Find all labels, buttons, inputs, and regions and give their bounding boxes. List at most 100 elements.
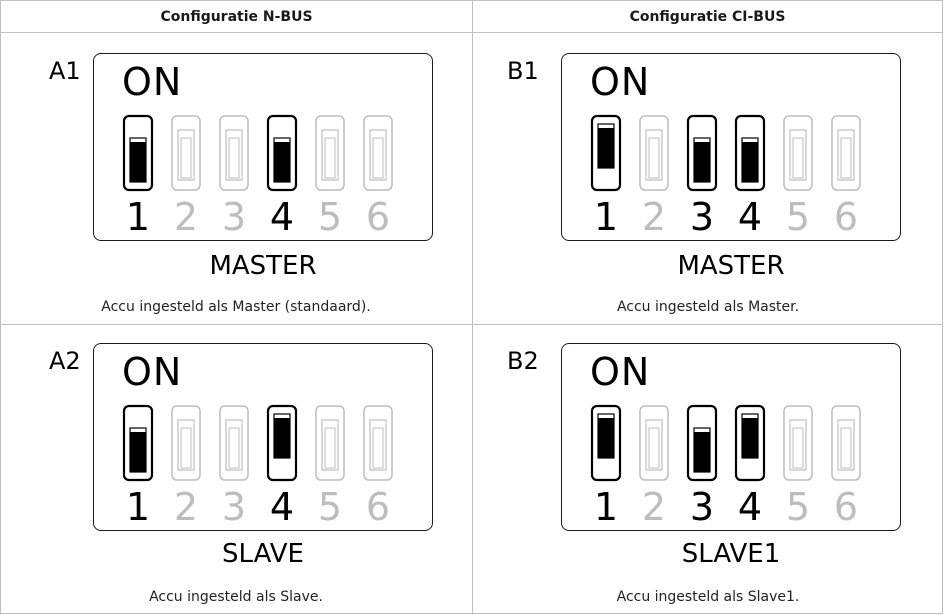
switch-housing	[122, 114, 154, 192]
mode-label: SLAVE	[222, 539, 304, 569]
switch-number: 4	[738, 485, 762, 529]
panel-id-label: A2	[49, 347, 81, 375]
switch-number: 2	[174, 195, 198, 239]
dip-switch-2: 2	[171, 405, 201, 529]
dip-switch-3: 3	[219, 115, 249, 239]
switch-knob-outline	[372, 427, 384, 469]
switch-housing	[734, 404, 766, 482]
dip-switch-6: 6	[363, 115, 393, 239]
switch-housing	[590, 114, 622, 192]
panel-description: Accu ingesteld als Master.	[616, 299, 800, 315]
switch-slot	[225, 129, 243, 181]
switch-housing	[315, 115, 345, 191]
switch-slot	[321, 129, 339, 181]
switch-number: 6	[834, 485, 858, 529]
switch-number: 2	[642, 485, 666, 529]
switch-knob-outline	[648, 427, 660, 469]
dip-switch-4: 4	[734, 404, 766, 529]
switch-knob-outline	[792, 427, 804, 469]
switch-knob-outline	[372, 137, 384, 179]
switch-knob-outline	[840, 137, 852, 179]
switch-housing	[639, 115, 669, 191]
switch-knob	[130, 432, 146, 472]
switch-number: 6	[366, 195, 390, 239]
switch-housing	[783, 405, 813, 481]
switch-number: 2	[642, 195, 666, 239]
column-divider	[472, 1, 473, 614]
switch-housing	[734, 114, 766, 192]
switch-slot	[177, 129, 195, 181]
switch-slot	[789, 419, 807, 471]
dip-switch-1: 1	[122, 404, 154, 529]
row-divider	[1, 324, 942, 325]
switch-number: 5	[318, 485, 342, 529]
switch-housing	[266, 114, 298, 192]
switch-number: 1	[594, 195, 618, 239]
switch-number: 3	[222, 485, 246, 529]
dip-switch-1: 1	[590, 404, 622, 529]
dip-switch-5: 5	[783, 405, 813, 529]
switch-number: 3	[690, 195, 714, 239]
switch-knob	[274, 418, 290, 458]
switch-slot	[369, 129, 387, 181]
panel-id-label: B1	[507, 57, 539, 85]
panel-id-label: B2	[507, 347, 539, 375]
switch-knob-outline	[228, 137, 240, 179]
dip-switch-4: 4	[734, 114, 766, 239]
switch-housing	[783, 115, 813, 191]
switch-slot	[645, 129, 663, 181]
panel-description: Accu ingesteld als Master (standaard).	[101, 299, 371, 315]
switch-housing	[831, 405, 861, 481]
dip-switch-5: 5	[783, 115, 813, 239]
dip-switch-4: 4	[266, 114, 298, 239]
switch-number: 4	[270, 195, 294, 239]
dip-switch-6: 6	[363, 405, 393, 529]
switch-number: 2	[174, 485, 198, 529]
on-label: ON	[122, 350, 183, 394]
panel-description: Accu ingesteld als Slave1.	[616, 589, 800, 605]
switch-knob-outline	[324, 137, 336, 179]
switch-number: 3	[690, 485, 714, 529]
dip-switch-3: 3	[219, 405, 249, 529]
switch-slot	[789, 129, 807, 181]
switch-slot	[321, 419, 339, 471]
switch-number: 5	[786, 485, 810, 529]
dip-switch-6: 6	[831, 115, 861, 239]
panel-description: Accu ingesteld als Slave.	[149, 589, 323, 605]
header-nbus: Configuratie N-BUS	[160, 8, 313, 25]
switch-number: 6	[834, 195, 858, 239]
switch-slot	[837, 129, 855, 181]
panel-id-label: A1	[49, 57, 81, 85]
dip-switch-5: 5	[315, 115, 345, 239]
switch-knob-outline	[648, 137, 660, 179]
switch-number: 1	[126, 485, 150, 529]
mode-label: SLAVE1	[681, 539, 781, 569]
switch-number: 5	[318, 195, 342, 239]
switch-housing	[122, 404, 154, 482]
switch-housing	[266, 404, 298, 482]
switch-slot	[645, 419, 663, 471]
switch-knob-outline	[180, 137, 192, 179]
switch-knob	[274, 142, 290, 182]
switch-knob	[694, 142, 710, 182]
switch-housing	[315, 405, 345, 481]
switch-number: 4	[738, 195, 762, 239]
switch-housing	[831, 115, 861, 191]
header-cibus: Configuratie CI-BUS	[629, 8, 786, 25]
switch-number: 1	[594, 485, 618, 529]
switch-housing	[171, 115, 201, 191]
switch-slot	[837, 419, 855, 471]
switch-number: 1	[126, 195, 150, 239]
switch-housing	[363, 115, 393, 191]
dip-switch-6: 6	[831, 405, 861, 529]
switch-knob-outline	[792, 137, 804, 179]
switch-knob-outline	[228, 427, 240, 469]
switch-housing	[639, 405, 669, 481]
